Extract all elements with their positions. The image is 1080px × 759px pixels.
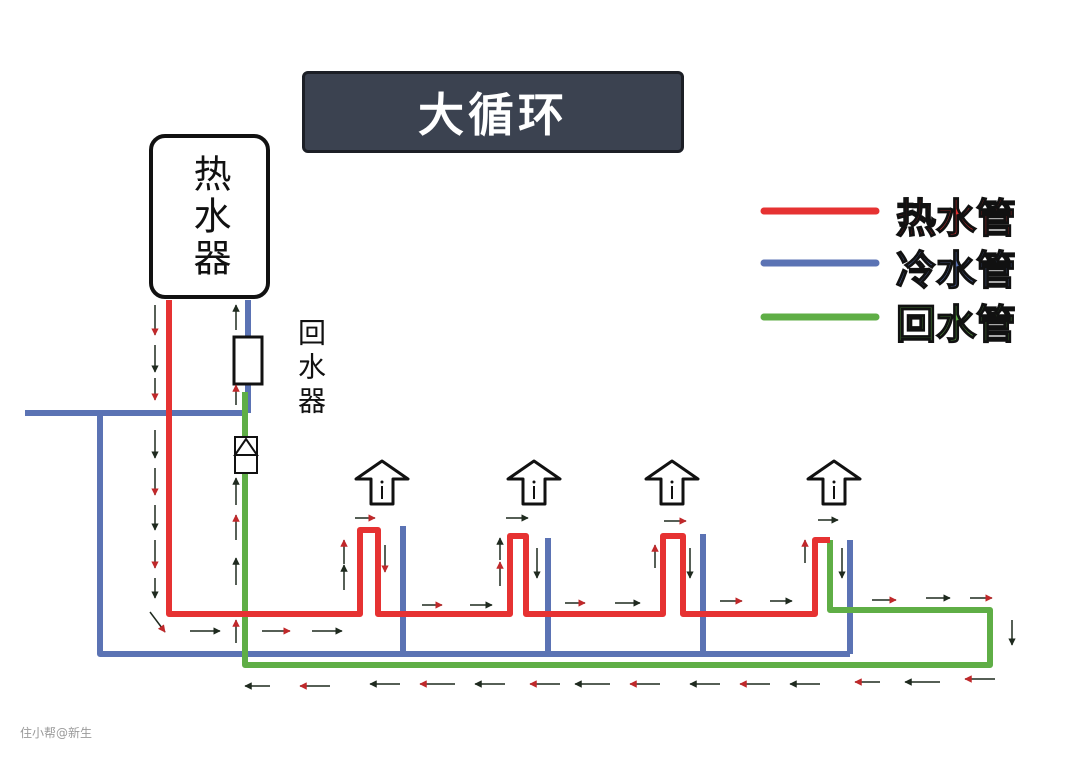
flow-arrows xyxy=(149,304,1016,690)
fixture-3-icon xyxy=(644,459,700,506)
legend-return-label: 回水管 xyxy=(895,301,1017,349)
pump-valve-icon xyxy=(233,436,259,474)
fixture-4-icon xyxy=(806,459,862,506)
water-heater: 热水器 xyxy=(149,134,270,299)
water-heater-label: 热水器 xyxy=(187,153,231,280)
return-water-pipe xyxy=(242,392,993,668)
flow-arrow-icon xyxy=(149,611,166,633)
hot-water-pipe xyxy=(166,300,830,617)
cold-water-pipe xyxy=(25,300,853,657)
legend-cold-label: 冷水管 xyxy=(895,247,1017,295)
return-water-device xyxy=(232,335,264,386)
return-device-label: 回水器 xyxy=(294,318,327,420)
legend-hot-label: 热水管 xyxy=(895,195,1017,243)
page-title: 大循环 xyxy=(418,88,568,142)
title-banner: 大循环 xyxy=(302,71,684,153)
legend-lines xyxy=(760,207,880,321)
fixture-2-icon xyxy=(506,459,562,506)
watermark: 住小帮@新生 xyxy=(20,726,93,740)
fixture-1-icon xyxy=(354,459,410,506)
